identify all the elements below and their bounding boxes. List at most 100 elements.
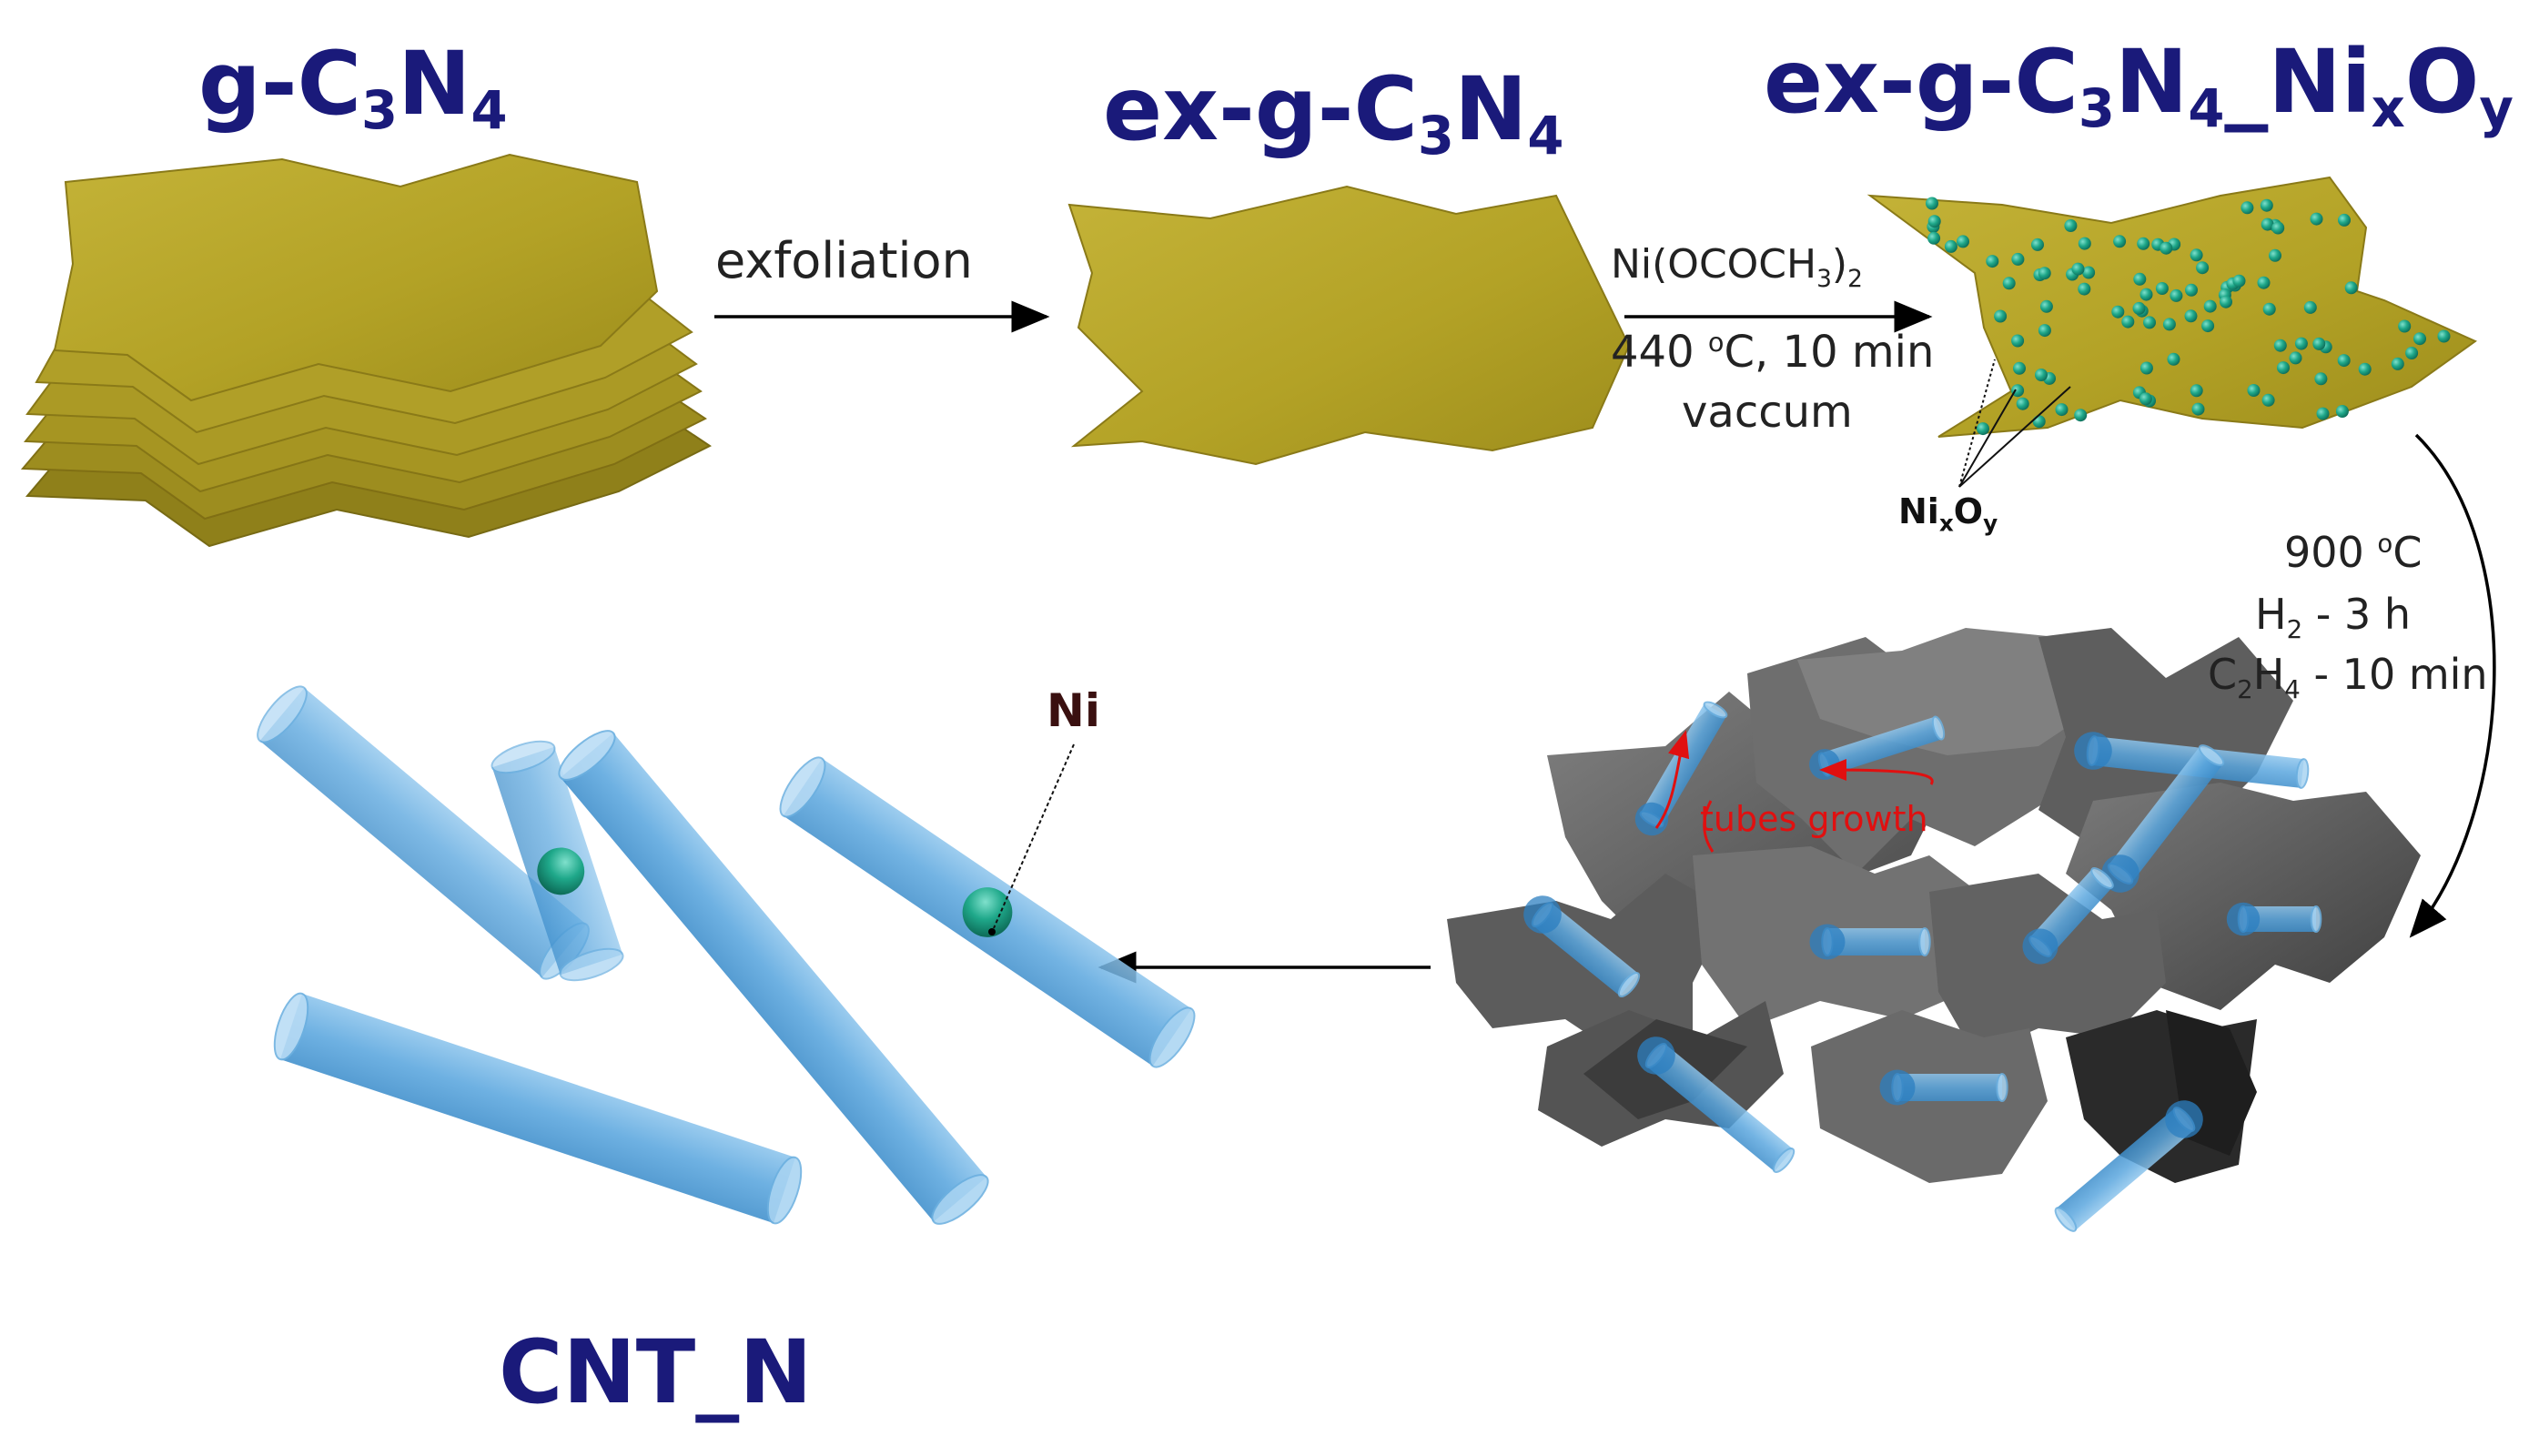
step-text: Ni(OCOCH (1611, 241, 1817, 288)
subscript: x (1938, 510, 1954, 537)
nixoy-particle (2261, 393, 2275, 407)
superscript: o (1707, 327, 1725, 358)
arrow-cvd-growth (2409, 433, 2496, 938)
nixoy-particle (2143, 316, 2156, 329)
nixoy-particle (1927, 231, 1941, 245)
nixoy-particle (2437, 329, 2451, 343)
title-g-c3n4: g-C3N4 (198, 40, 508, 137)
subscript: 2 (2286, 614, 2303, 645)
label-temp-time: 440 oC, 10 min (1611, 324, 1934, 380)
grown-tube (2226, 902, 2322, 936)
nixoy-particle (2082, 266, 2096, 279)
grown-tube (1523, 895, 1641, 998)
grown-tube (1879, 1069, 2008, 1106)
nixoy-particle (2201, 319, 2215, 333)
label-exfoliation: exfoliation (715, 229, 973, 293)
decorated-sheet (1866, 176, 2477, 438)
subscript: 2 (2237, 674, 2253, 705)
grown-nanotubes (1523, 701, 2322, 1232)
nixoy-particle (2314, 372, 2328, 386)
label-ni-precursor: Ni(OCOCH3)2 (1611, 238, 1863, 295)
nixoy-particle (2391, 357, 2404, 370)
nixoy-particle (2273, 339, 2287, 352)
grown-tube (1637, 1036, 1796, 1173)
grown-tube (2054, 1100, 2203, 1232)
label-atmosphere: vaccum (1682, 384, 1853, 440)
ni-leader-line (993, 743, 1075, 929)
nixoy-particle (2155, 282, 2169, 295)
sheet-layer (53, 153, 659, 402)
subscript: 3 (1417, 106, 1454, 167)
label-nixoy: NixOy (1898, 491, 1998, 537)
cnt-tube (558, 730, 989, 1225)
nixoy-particle (2358, 362, 2372, 376)
title-text: ex-g-C (1764, 31, 2079, 133)
nixoy-particle (2137, 237, 2150, 250)
nixoy-particle (2260, 198, 2273, 212)
label-ni: Ni (1047, 684, 1100, 737)
step-text: C (2392, 528, 2423, 577)
nixoy-particle (2064, 219, 2078, 232)
title-text: N (2114, 31, 2189, 133)
label-tubes-growth: tubes growth (1700, 799, 1928, 839)
nixoy-particle (2247, 384, 2261, 397)
nixoy-particle (2241, 201, 2254, 215)
step-text: vaccum (1682, 387, 1853, 438)
grown-tube (2022, 867, 2114, 965)
tube-base (1634, 802, 1669, 836)
nixoy-particle (2035, 369, 2048, 381)
tube-base (1637, 1036, 1675, 1075)
title-text: O (2404, 31, 2480, 133)
nixoy-particle (1977, 422, 1989, 436)
nixoy-leader-lines (1958, 359, 2071, 488)
label-c2h4: C2H4 - 10 min (2208, 648, 2488, 706)
nixoy-particle (2262, 302, 2276, 316)
title-ex-g-c3n4-nixoy: ex-g-C3N4_NixOy (1764, 38, 2514, 136)
title-text: N (1453, 58, 1528, 160)
nixoy-particle (2078, 237, 2091, 250)
title-cnt-n: CNT_N (499, 1329, 813, 1416)
nixoy-particle (1957, 235, 1969, 248)
nixoy-particle (2011, 334, 2025, 348)
subscript: 4 (2188, 78, 2225, 140)
cnt-tube (273, 992, 803, 1225)
subscript: 3 (1816, 264, 1832, 293)
nixoy-particle (2271, 221, 2285, 235)
label-text: Ni (1047, 684, 1100, 737)
nixoy-particle (2312, 337, 2326, 350)
nixoy-particle (2257, 276, 2271, 289)
step-text: C (2208, 650, 2238, 699)
nixoy-particle (2113, 235, 2127, 248)
nixoy-particle (1944, 239, 1957, 253)
nixoy-particle (2039, 299, 2053, 313)
nixoy-particle (2261, 217, 2274, 231)
nixoy-particle (2398, 319, 2412, 333)
nixoy-particle (2191, 402, 2205, 416)
nixoy-particle (2133, 272, 2147, 286)
label-text: O (1953, 491, 1984, 531)
nixoy-particle (2413, 332, 2426, 346)
stacked-sheets (20, 153, 712, 548)
tube-base (2022, 928, 2059, 965)
nixoy-particle (2139, 288, 2153, 301)
nixoy-particle (2316, 407, 2330, 420)
nixoy-particle (2013, 361, 2026, 375)
nixoy-particle (2190, 384, 2203, 398)
nixoy-particle (2002, 277, 2016, 290)
nixoy-particle (2139, 361, 2153, 375)
step-text: - 3 h (2302, 590, 2412, 639)
nixoy-particle (2011, 384, 2025, 398)
nixoy-particle (2167, 352, 2180, 366)
nixoy-particle (2184, 309, 2198, 323)
subscript: y (1983, 510, 1998, 537)
cnt-tube (779, 756, 1196, 1068)
ni-leader-dot (988, 928, 996, 935)
title-ex-g-c3n4: ex-g-C3N4 (1103, 66, 1563, 163)
nixoy-particle (2011, 252, 2025, 266)
nixoy-particle (1926, 197, 1938, 210)
tube-base (2165, 1100, 2203, 1138)
cnt-tube (491, 740, 624, 982)
subscript: 4 (2284, 674, 2301, 705)
